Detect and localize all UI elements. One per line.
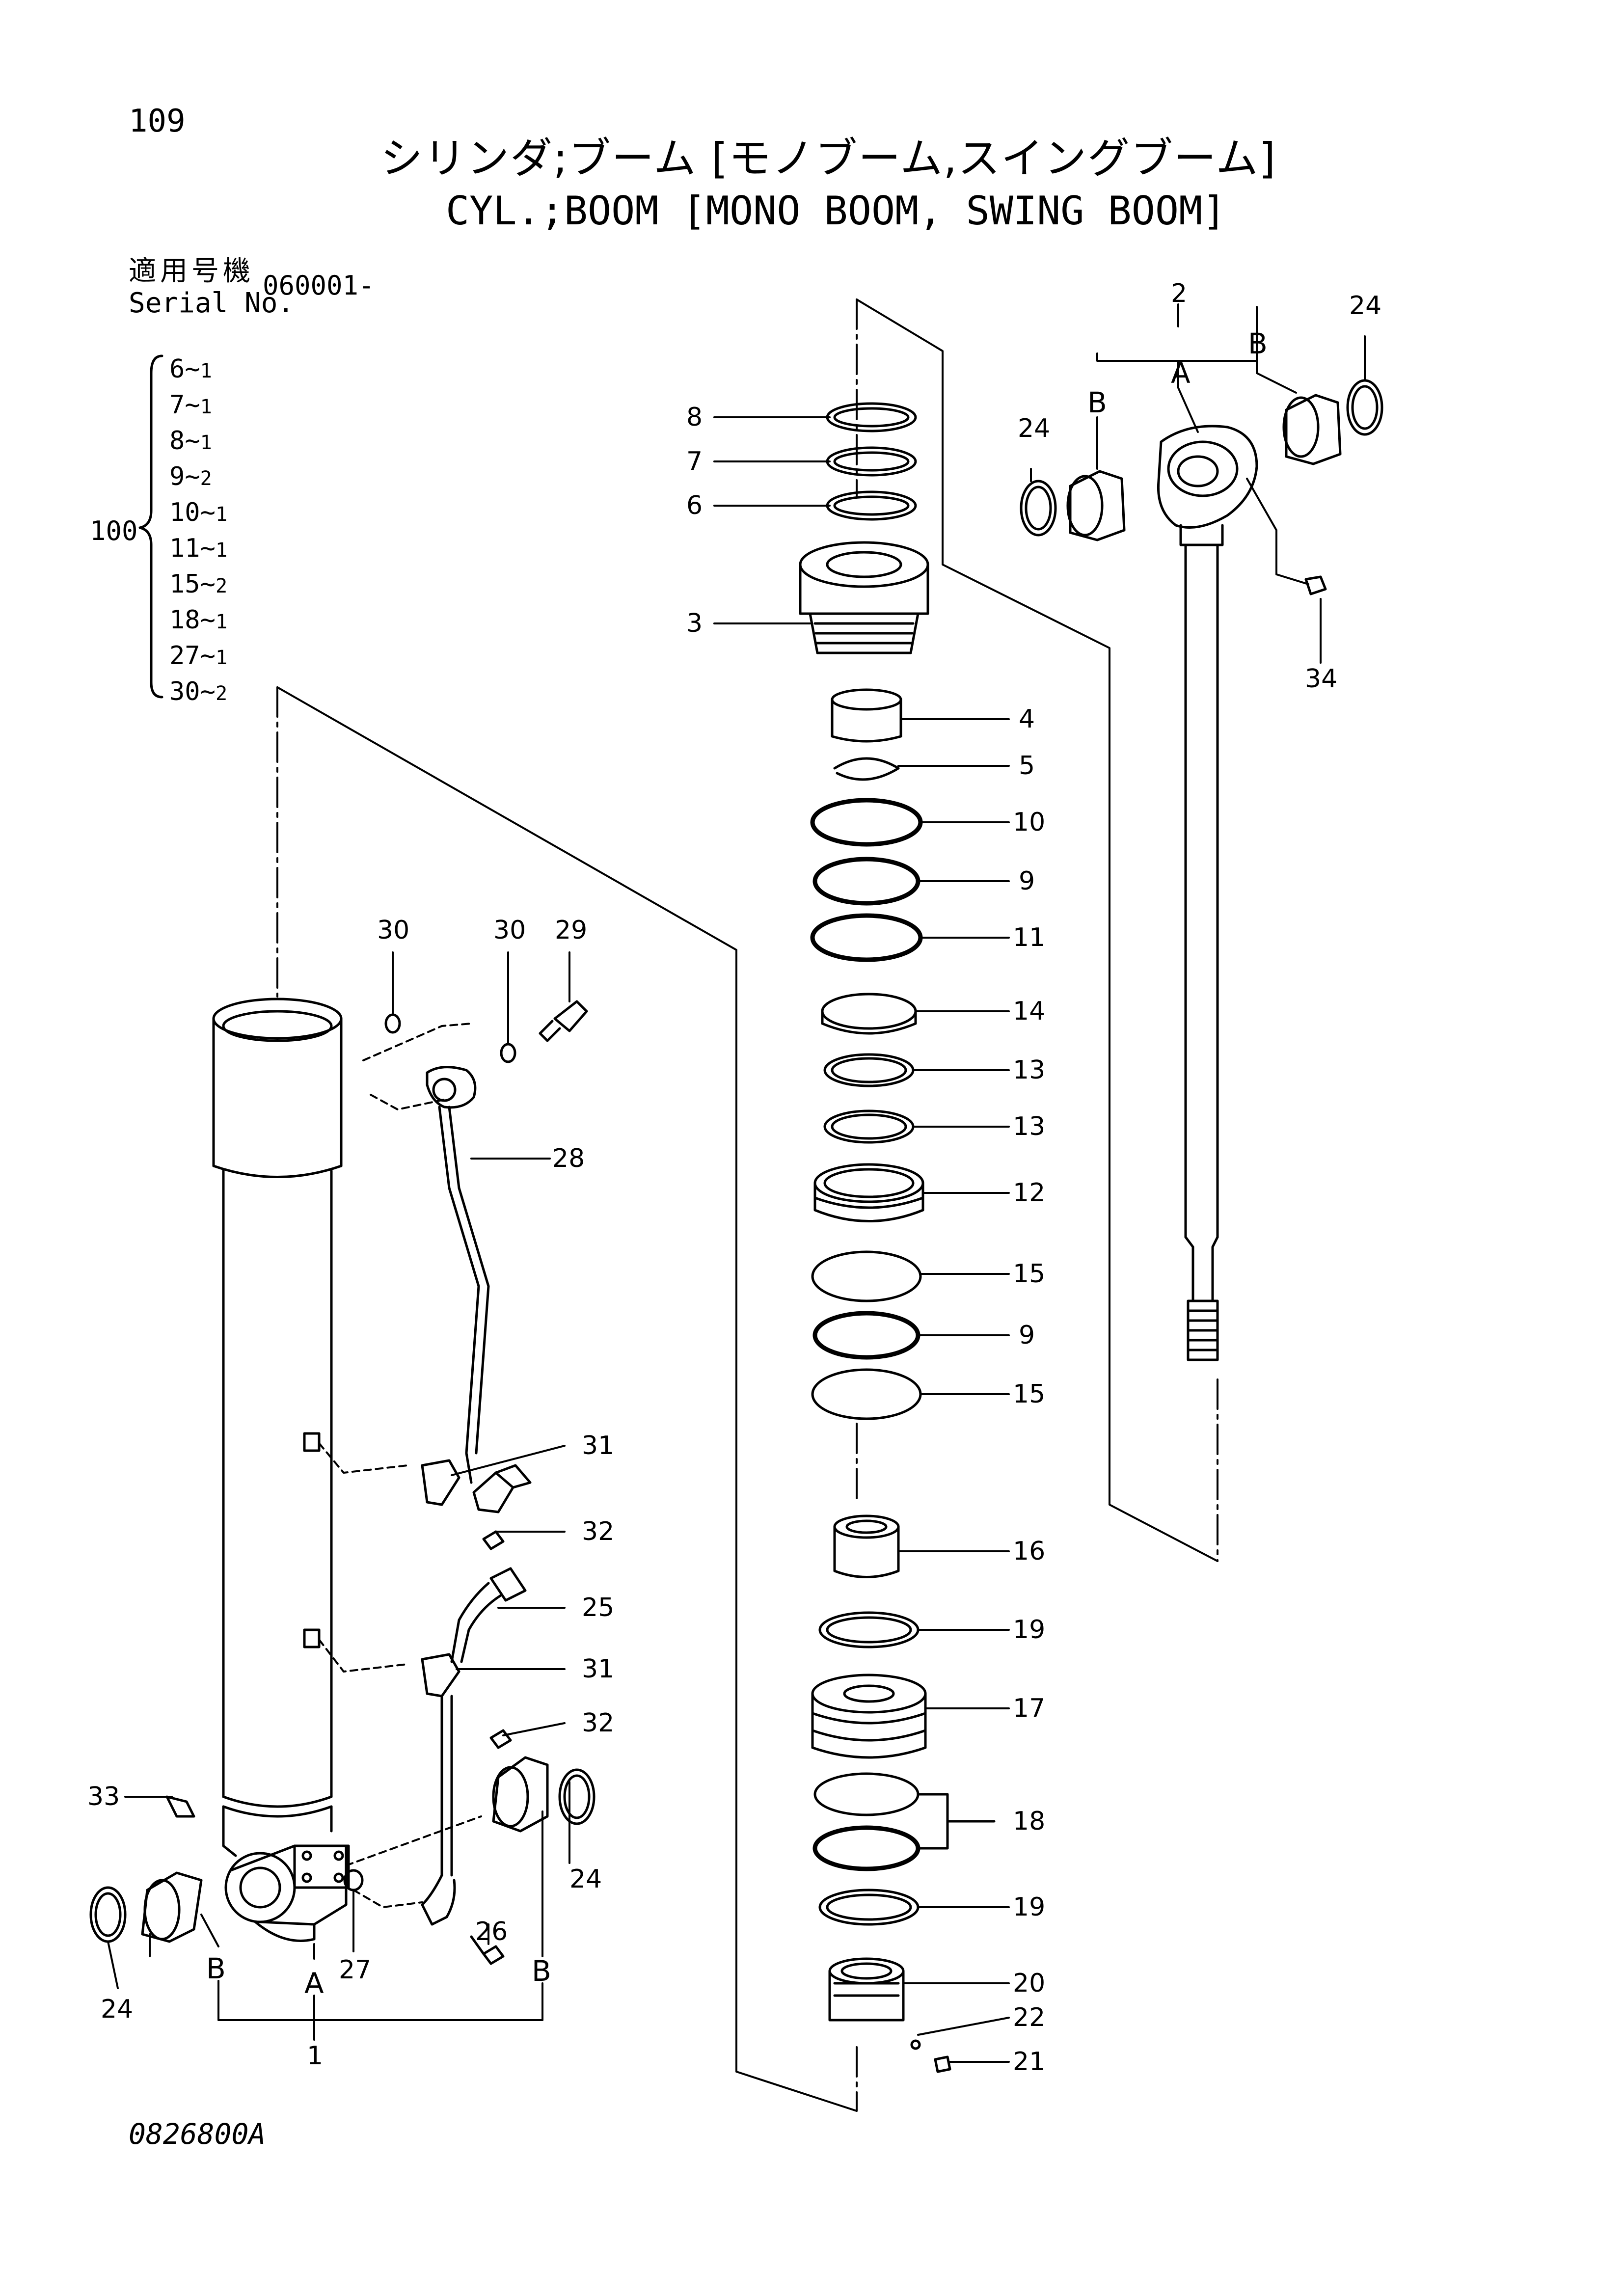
callout-13b: 13 <box>1013 1112 1045 1141</box>
callout-29: 29 <box>555 916 587 945</box>
rod-label-B-left: B <box>1087 386 1107 419</box>
callout-12: 12 <box>1013 1178 1045 1208</box>
center-parts-stack <box>799 402 996 2073</box>
tube-pin-bushings <box>89 1756 595 1943</box>
callout-24-tube-right: 24 <box>569 1864 602 1894</box>
kit-item: 27~1 <box>169 641 228 671</box>
callout-labels: 8 7 6 3 4 5 10 9 11 14 13 13 12 15 9 15 … <box>87 279 1381 2077</box>
tube-label-A: A <box>304 1967 324 2000</box>
callout-30-right: 30 <box>493 916 526 945</box>
leader-lines <box>107 303 1366 2063</box>
title-japanese: シリンダ;ブーム [モノブーム,スイングブーム] <box>380 134 1277 183</box>
title-english: CYL.;BOOM [MONO BOOM, SWING BOOM] <box>446 188 1226 234</box>
tube-label-B-right: B <box>532 1954 551 1988</box>
callout-18: 18 <box>1013 1807 1045 1836</box>
kit-item: 7~1 <box>169 390 212 420</box>
kit-item: 6~1 <box>169 354 212 384</box>
callout-24-tube-left: 24 <box>101 1995 133 2024</box>
callout-5: 5 <box>1019 751 1035 781</box>
drawing-number: 0826800A <box>129 2117 266 2151</box>
rod-label-A: A <box>1171 356 1191 390</box>
seal-kit-number: 100 <box>90 515 138 546</box>
callout-25: 25 <box>582 1593 614 1622</box>
kit-item: 10~1 <box>169 498 228 527</box>
callout-34: 34 <box>1305 664 1337 694</box>
kit-item: 8~1 <box>169 426 212 456</box>
page-number: 109 <box>129 103 186 139</box>
callout-9a: 9 <box>1019 866 1035 896</box>
callout-28: 28 <box>552 1144 585 1173</box>
callout-17: 17 <box>1013 1694 1045 1723</box>
kit-item: 30~2 <box>169 677 228 706</box>
cylinder-tube <box>212 998 350 1942</box>
callout-24-rod-right: 24 <box>1349 291 1381 321</box>
callout-26: 26 <box>475 1917 508 1946</box>
serial-label-english: Serial No. <box>129 287 295 319</box>
callout-7: 7 <box>686 447 703 476</box>
pipe-assembly <box>421 1066 532 1926</box>
kit-item: 15~2 <box>169 569 228 599</box>
callout-15b: 15 <box>1013 1379 1045 1409</box>
callout-16: 16 <box>1013 1537 1045 1566</box>
callout-31-lower: 31 <box>582 1654 614 1684</box>
callout-15a: 15 <box>1013 1259 1045 1289</box>
callout-1: 1 <box>307 2041 323 2071</box>
callout-27: 27 <box>339 1955 371 1985</box>
callout-19a: 19 <box>1013 1615 1045 1645</box>
rod-pin-bushings <box>1020 379 1383 541</box>
kit-brace <box>138 354 163 699</box>
piston-rod <box>1157 425 1327 1361</box>
callout-3: 3 <box>686 609 703 638</box>
callout-11: 11 <box>1013 923 1045 952</box>
kit-item: 9~2 <box>169 462 212 491</box>
callout-10: 10 <box>1013 808 1045 837</box>
rod-label-B-right: B <box>1248 327 1268 360</box>
callout-32-upper: 32 <box>582 1517 614 1546</box>
callout-32-lower: 32 <box>582 1708 614 1738</box>
callout-9b: 9 <box>1019 1321 1035 1350</box>
callout-2: 2 <box>1171 279 1187 308</box>
callout-24-rod-left: 24 <box>1018 414 1050 443</box>
kit-item: 11~1 <box>169 534 228 563</box>
callout-14: 14 <box>1013 997 1045 1026</box>
kit-item: 18~1 <box>169 605 228 635</box>
callout-22: 22 <box>1013 2003 1045 2032</box>
callout-6: 6 <box>686 491 703 520</box>
callout-19b: 19 <box>1013 1892 1045 1922</box>
callout-13a: 13 <box>1013 1055 1045 1085</box>
serial-label-japanese: 適用号機 <box>129 255 254 287</box>
callout-33: 33 <box>87 1782 120 1811</box>
assembly-axis-lines <box>276 298 1218 2112</box>
callout-4: 4 <box>1019 704 1035 734</box>
callout-31-upper: 31 <box>582 1431 614 1460</box>
assembly-frame-lines <box>276 298 1218 2112</box>
callout-30-left: 30 <box>377 916 409 945</box>
callout-21: 21 <box>1013 2047 1045 2077</box>
callout-8: 8 <box>686 403 703 432</box>
callout-20: 20 <box>1013 1969 1045 1998</box>
tube-label-B-left: B <box>206 1952 226 1985</box>
serial-number-value: 060001- <box>263 270 375 301</box>
small-hardware <box>165 1000 588 1965</box>
